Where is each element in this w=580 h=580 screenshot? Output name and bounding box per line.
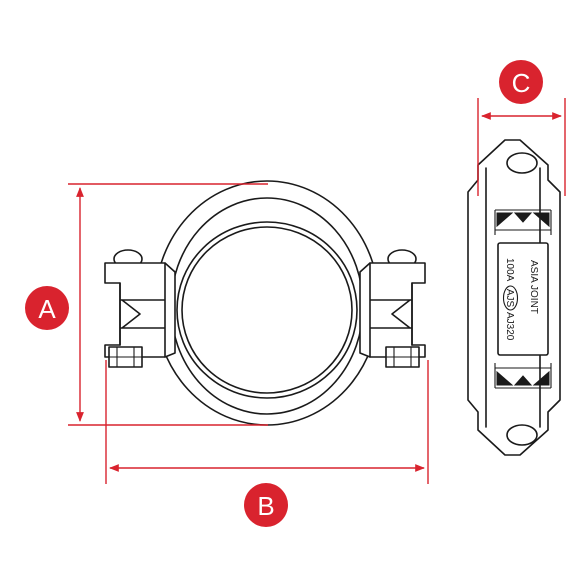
nameplate-model: AJ320 <box>504 312 515 341</box>
bottom-bolt-slot <box>506 424 538 446</box>
dimension-a-label: A <box>38 294 56 324</box>
nameplate-logo: AJS <box>504 289 515 308</box>
dimension-c: C <box>477 60 566 196</box>
right-lug-detail <box>369 262 413 358</box>
dimension-a-badge <box>25 286 69 330</box>
pipe-bore <box>181 226 353 394</box>
right-bolt-pad <box>359 249 426 368</box>
bottom-wedge-frame <box>494 363 552 389</box>
nameplate-line1: ASIA JOINT <box>528 260 539 314</box>
coupling-front-view <box>104 180 426 426</box>
dimension-b: B <box>105 360 429 527</box>
top-wedge-pattern <box>496 212 550 228</box>
nameplate <box>497 242 549 356</box>
coupling-side-view: ASIA JOINT 100A AJS AJ320 <box>467 139 561 456</box>
nameplate-size: 100A <box>504 258 515 282</box>
left-bolt-pad <box>104 249 176 368</box>
left-lug-body <box>104 262 176 358</box>
top-wedge-frame <box>494 209 552 235</box>
dimension-c-label: C <box>512 68 531 98</box>
nameplate-logo-oval <box>502 285 519 311</box>
dimension-b-badge <box>244 483 288 527</box>
top-bolt-slot <box>506 152 538 174</box>
left-nut-detail <box>109 347 142 367</box>
right-nut-detail <box>386 347 419 367</box>
dimension-c-badge <box>499 60 543 104</box>
dimension-a: A <box>25 183 268 426</box>
bottom-wedge-pattern <box>496 370 550 386</box>
left-lug-detail <box>119 262 166 358</box>
gasket-ring <box>176 221 358 399</box>
dimension-b-label: B <box>257 491 274 521</box>
